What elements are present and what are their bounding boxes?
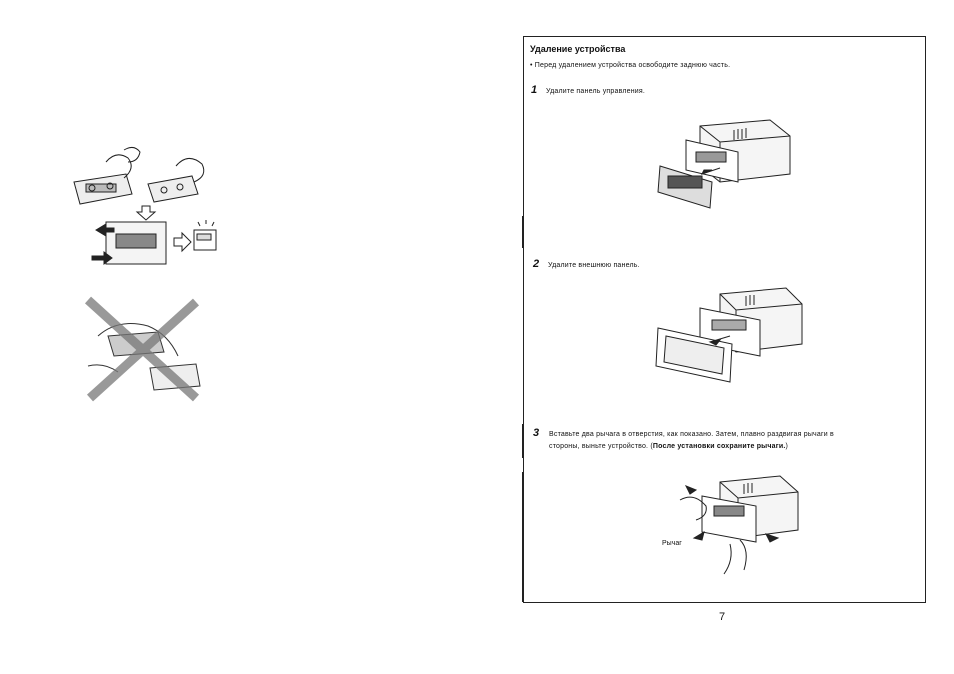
step-2-figure: [650, 282, 810, 388]
crossed-out-illustration: [78, 296, 206, 402]
page-number: 7: [719, 611, 725, 623]
cassette-illustration: [66, 142, 226, 272]
step-1-text: Удалите панель управления.: [546, 86, 645, 98]
step-3-line-1: Вставьте два рычага в отверстия, как пок…: [549, 429, 834, 441]
step-1-number: 1: [531, 84, 537, 96]
step-3-line-2-prefix: стороны, выньте устройство. (: [549, 443, 653, 450]
step-3-figure: [660, 470, 810, 578]
step-2-text: Удалите внешнюю панель.: [548, 260, 640, 272]
step-3-line-2-bold: После установки сохраните рычаги.: [653, 443, 786, 450]
margin-bar-3: [522, 472, 523, 602]
bullet-note: • Перед удалением устройства освободите …: [530, 62, 730, 69]
margin-bar-2: [522, 424, 523, 458]
lever-caption: Рычаг: [662, 540, 682, 547]
step-3-line-2-suffix: ): [785, 443, 788, 450]
step-3-line-2: стороны, выньте устройство. (После устан…: [549, 441, 788, 453]
step-1-figure: [640, 112, 800, 216]
step-3-number: 3: [533, 427, 539, 439]
margin-bar-1: [522, 216, 523, 248]
step-2-number: 2: [533, 258, 539, 270]
section-title: Удаление устройства: [530, 44, 625, 54]
